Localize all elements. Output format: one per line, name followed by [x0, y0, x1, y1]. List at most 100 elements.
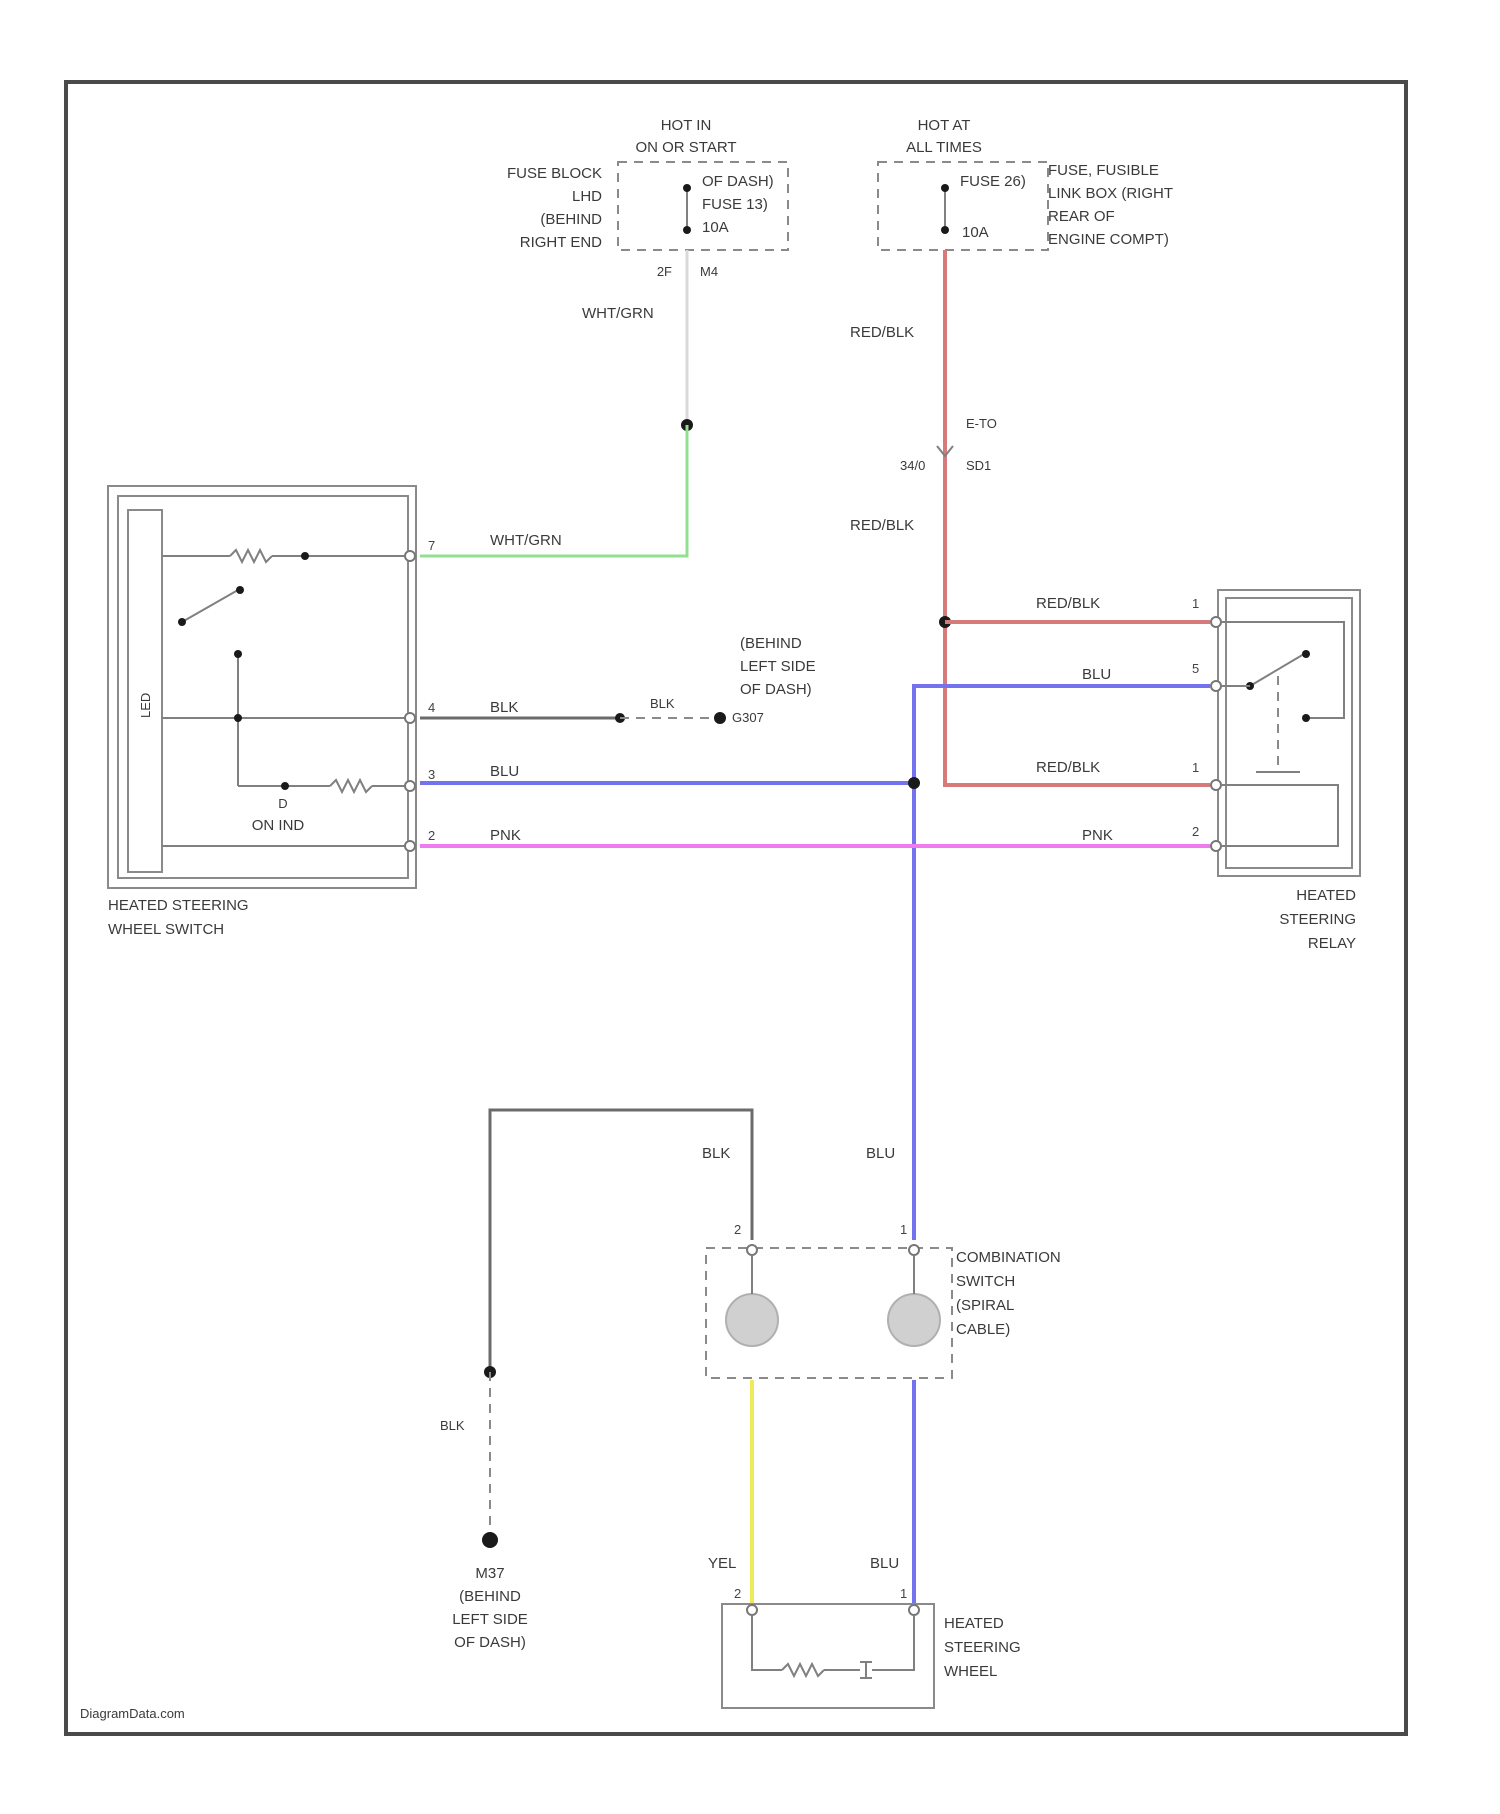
switch-led-pin: D: [278, 796, 287, 811]
wheel-box: [722, 1604, 934, 1708]
wheel-thermostat: [860, 1662, 872, 1678]
switch-contact-b: [236, 586, 244, 594]
splice-pin-label: SD1: [966, 458, 991, 473]
ground-splice-id: G307: [732, 710, 764, 725]
switch-pin-3-label: 3: [428, 767, 435, 782]
wheel-element-circuit-3: [872, 1615, 914, 1670]
ground-m37-label-4: OF DASH): [454, 1634, 526, 1651]
fusible-box-label-3: REAR OF: [1048, 208, 1115, 225]
fusible-link-box: HOT AT ALL TIMES FUSE 26) 10A FUSE, FUSI…: [878, 117, 1173, 250]
hot-at-all-times-label-2: ALL TIMES: [906, 139, 982, 156]
splice-e-label: E-TO: [966, 416, 997, 431]
relay-contact-fixed: [1302, 714, 1310, 722]
wire-label-blu-relay: BLU: [1082, 666, 1111, 683]
relay-terminal-1: [1211, 617, 1221, 627]
relay-name-1: HEATED: [1296, 887, 1356, 904]
wire-label-blu-switch: BLU: [490, 763, 519, 780]
clockspring-pin-1-label: 1: [900, 1222, 907, 1237]
wheel-element-circuit: [752, 1615, 782, 1670]
wheel-pin-2-label: 2: [734, 1586, 741, 1601]
hot-in-run-label-2: ON OR START: [635, 139, 736, 156]
switch-resistor-2: [330, 780, 372, 792]
fuse-block-label-5: OF DASH): [702, 173, 774, 190]
switch-name-1: HEATED STEERING: [108, 897, 249, 914]
switch-led-dot: [281, 782, 289, 790]
switch-illumination-bar: [128, 510, 162, 872]
relay-coil: [1221, 785, 1338, 846]
combination-switch-spiral-cable: 2 1 COMBINATION SWITCH (SPIRAL CABLE): [706, 1222, 1061, 1378]
ground-m37-label-3: LEFT SIDE: [452, 1611, 528, 1628]
splice-blu: [908, 777, 920, 789]
fuse-block-hot-in-run: HOT IN ON OR START FUSE BLOCK LHD (BEHIN…: [507, 117, 788, 279]
wire-label-blk-switch: BLK: [490, 699, 518, 716]
fusible-box-label-4: ENGINE COMPT): [1048, 231, 1169, 248]
wheel-name-2: STEERING: [944, 1639, 1021, 1656]
switch-pin-2-label: 2: [428, 828, 435, 843]
switch-node-2: [234, 714, 242, 722]
switch-name-2: WHEEL SWITCH: [108, 921, 224, 938]
ground-m37: [482, 1532, 498, 1548]
wheel-terminal-1: [909, 1605, 919, 1615]
clockspring-name-3: (SPIRAL: [956, 1297, 1014, 1314]
wire-label-red-blk-4: RED/BLK: [1036, 759, 1100, 776]
switch-illumination-label: LED: [138, 693, 153, 718]
relay-terminal-4: [1211, 780, 1221, 790]
wire-label-wht-grn-upper: WHT/GRN: [582, 305, 654, 322]
wire-label-red-blk-3: RED/BLK: [1036, 595, 1100, 612]
heated-steering-wheel-switch: LED D ON IND 7 4 3 2 HEATED STEERING W: [108, 486, 435, 938]
ground-splice-g307: [714, 712, 726, 724]
footer-watermark: DiagramData.com: [80, 1706, 185, 1721]
clockspring-contact-1: [888, 1294, 940, 1346]
wire-label-blk-clockspring: BLK: [702, 1145, 730, 1162]
clockspring-terminal-1: [909, 1245, 919, 1255]
fuse-block-label-2: LHD: [572, 188, 602, 205]
relay-terminal-5: [1211, 681, 1221, 691]
relay-contact-feed: [1221, 622, 1344, 718]
relay-pin-1-label: 1: [1192, 596, 1199, 611]
relay-name-2: STEERING: [1279, 911, 1356, 928]
switch-terminal-4: [405, 713, 415, 723]
clockspring-pin-2-label: 2: [734, 1222, 741, 1237]
ground-splice-loc-1: (BEHIND: [740, 635, 802, 652]
switch-contact-arm: [182, 590, 238, 622]
heated-steering-relay: 1 5 1 2 HEATED STEERING RELAY: [1192, 590, 1360, 952]
relay-name-3: RELAY: [1308, 935, 1356, 952]
wire-label-wht-grn-lower: WHT/GRN: [490, 532, 562, 549]
ground-m37-label-1: M37: [475, 1565, 504, 1582]
clockspring-name-1: COMBINATION: [956, 1249, 1061, 1266]
fuse-block-label-1: FUSE BLOCK: [507, 165, 602, 182]
switch-on-ind-label: ON IND: [252, 817, 305, 834]
diagram-frame: [66, 82, 1406, 1734]
wire-label-pnk-left: PNK: [490, 827, 521, 844]
clockspring-name-4: CABLE): [956, 1321, 1010, 1338]
wire-label-pnk-right: PNK: [1082, 827, 1113, 844]
wire-label-blk-dashed: BLK: [650, 696, 675, 711]
wire-label-blk-ground: BLK: [440, 1418, 465, 1433]
relay-terminal-2: [1211, 841, 1221, 851]
wheel-name-1: HEATED: [944, 1615, 1004, 1632]
switch-pin-7-label: 7: [428, 538, 435, 553]
wire-label-yel: YEL: [708, 1555, 736, 1572]
wheel-pin-1-label: 1: [900, 1586, 907, 1601]
wheel-heater-element: [782, 1664, 824, 1676]
fuse-26-rating: 10A: [962, 224, 989, 241]
hot-at-all-times-label-1: HOT AT: [918, 117, 971, 134]
splice-conn-label: 34/0: [900, 458, 925, 473]
wire-label-red-blk-2: RED/BLK: [850, 517, 914, 534]
fuse-block-label-3: (BEHIND: [540, 211, 602, 228]
relay-contact-tip: [1302, 650, 1310, 658]
fusible-box-label-2: LINK BOX (RIGHT: [1048, 185, 1173, 202]
switch-pin-4-label: 4: [428, 700, 435, 715]
switch-terminal-2: [405, 841, 415, 851]
relay-pin-5-label: 5: [1192, 661, 1199, 676]
fuse-block-label-7: 10A: [702, 219, 729, 236]
fuse-26-bottom-dot: [941, 226, 949, 234]
wire-red-blk-main: [945, 250, 1210, 785]
wire-label-blu-wheel: BLU: [870, 1555, 899, 1572]
wheel-terminal-2: [747, 1605, 757, 1615]
wire-label-red-blk-1: RED/BLK: [850, 324, 914, 341]
fuse-block-label-6: FUSE 13): [702, 196, 768, 213]
clockspring-terminal-2: [747, 1245, 757, 1255]
fuse-block-connector: 2F: [657, 264, 672, 279]
